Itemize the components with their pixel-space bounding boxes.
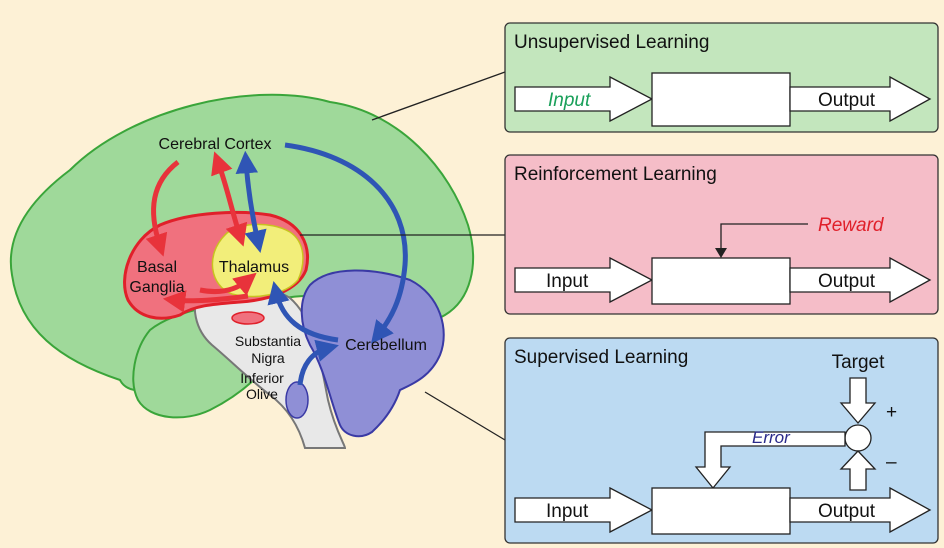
cerebral-cortex-label: Cerebral Cortex xyxy=(159,136,272,153)
plus-sign: + xyxy=(886,402,897,423)
small-nucleus-region xyxy=(231,311,265,325)
thalamus-label: Thalamus xyxy=(219,259,289,276)
thalamus-cortex-blue-arrow xyxy=(235,150,267,253)
error-label: Error xyxy=(752,428,791,447)
target-label: Target xyxy=(832,352,886,373)
inferior-olive-label-line1: Inferior xyxy=(240,370,284,386)
reinforcement-output-label: Output xyxy=(818,271,876,292)
reward-label: Reward xyxy=(818,215,885,236)
basal-ganglia-to-thalamus-arrow xyxy=(199,272,257,296)
basal-ganglia-label-line1: Basal xyxy=(137,259,177,276)
error-feedback-arrow xyxy=(694,431,846,490)
unsupervised-input-label: Input xyxy=(548,90,591,111)
reward-signal-line xyxy=(720,223,808,250)
cortex-to-basal-ganglia-arrow xyxy=(145,160,180,257)
cerebellum-label: Cerebellum xyxy=(345,337,427,354)
unsupervised-title: Unsupervised Learning xyxy=(514,32,709,53)
basal-ganglia-loop-arrow xyxy=(162,290,249,313)
olive-to-cerebellum-arrow xyxy=(297,339,339,386)
supervised-learning-panel: Supervised Learning Target + Error – Inp… xyxy=(504,337,939,544)
output-feedback-arrow xyxy=(839,450,877,491)
cerebellum-to-thalamus-arrow xyxy=(267,281,339,343)
reinforcement-input-arrow xyxy=(514,256,654,304)
brain-illustration: Cerebral Cortex Basal Ganglia Thalamus S… xyxy=(9,93,475,449)
supervised-output-arrow xyxy=(789,486,932,534)
unsupervised-output-arrow xyxy=(789,75,932,123)
basal-ganglia-label-line2: Ganglia xyxy=(129,279,184,296)
inferior-olive-region xyxy=(285,381,309,419)
cortex-to-cerebellum-arrow xyxy=(284,142,408,344)
unsupervised-output-label: Output xyxy=(818,90,876,111)
reinforcement-input-label: Input xyxy=(546,271,589,292)
unsupervised-input-arrow xyxy=(514,75,654,123)
inferior-olive-label-line2: Olive xyxy=(246,386,278,402)
reinforcement-learner-box xyxy=(651,257,791,305)
minus-sign: – xyxy=(886,452,897,473)
supervised-input-arrow xyxy=(514,486,654,534)
target-arrow xyxy=(839,377,877,425)
connector-line-unsupervised xyxy=(371,71,506,121)
substantia-nigra-label-line2: Nigra xyxy=(251,350,285,366)
supervised-learner-box xyxy=(651,487,791,535)
reinforcement-title: Reinforcement Learning xyxy=(514,164,717,185)
unsupervised-learner-box xyxy=(651,72,791,127)
reinforcement-learning-panel: Reinforcement Learning Reward Input Outp… xyxy=(504,154,939,315)
substantia-nigra-label-line1: Substantia xyxy=(235,333,301,349)
reward-arrowhead xyxy=(715,248,727,258)
supervised-title: Supervised Learning xyxy=(514,347,688,368)
unsupervised-learning-panel: Unsupervised Learning Input Output xyxy=(504,22,939,133)
reinforcement-output-arrow xyxy=(789,256,932,304)
supervised-output-label: Output xyxy=(818,501,876,522)
connector-line-supervised xyxy=(424,391,506,441)
supervised-input-label: Input xyxy=(546,501,589,522)
comparator-circle xyxy=(844,424,872,452)
